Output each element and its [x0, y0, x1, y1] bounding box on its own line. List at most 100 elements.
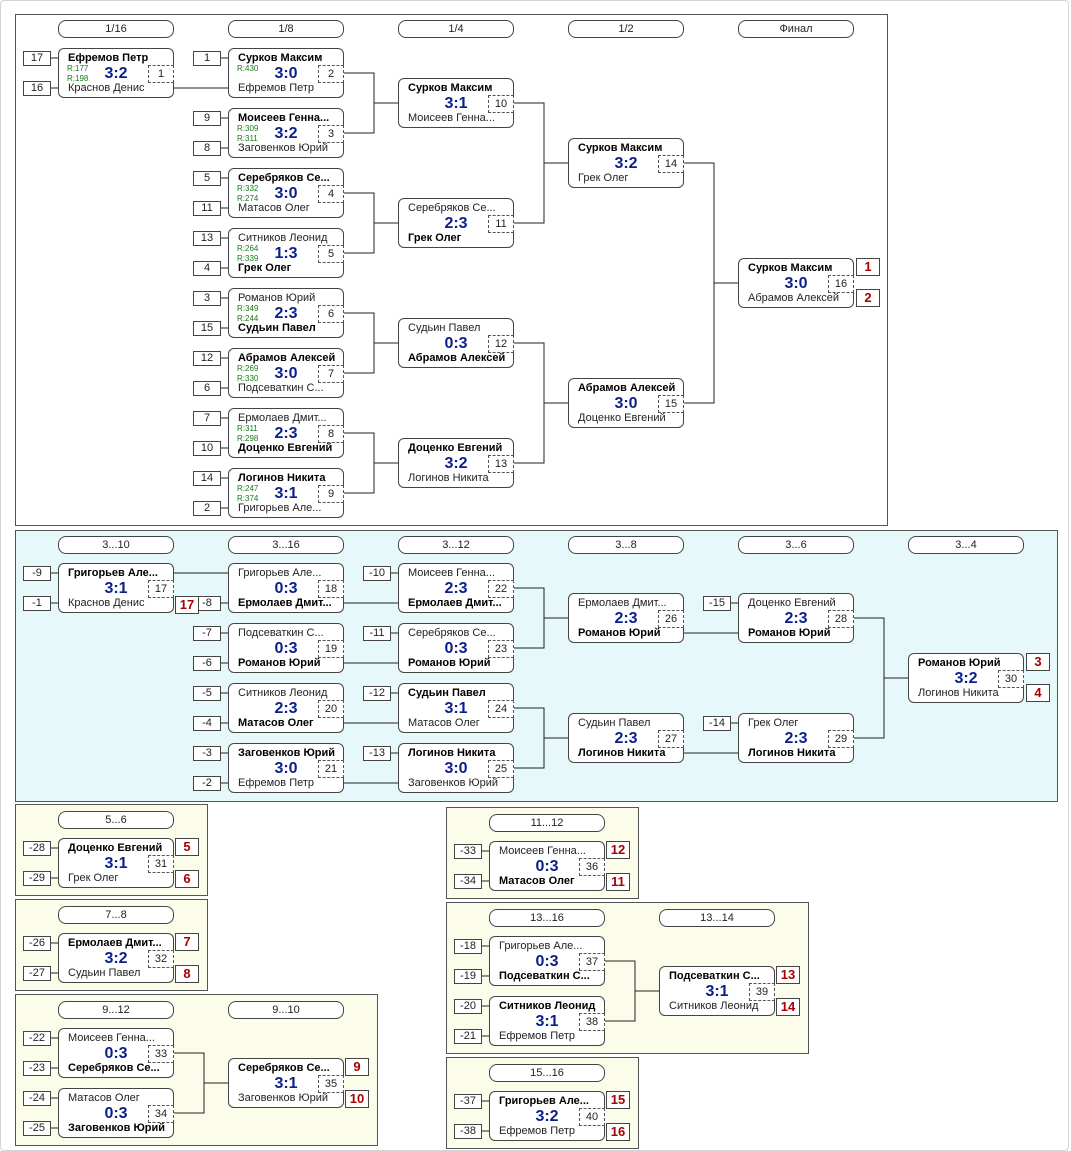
- player-top: Подсеваткин С...: [238, 627, 324, 639]
- match-number: 20: [318, 700, 344, 718]
- seed-box: 17: [23, 51, 51, 66]
- place-badge: 9: [345, 1058, 369, 1076]
- match-score: 3:2: [104, 950, 128, 967]
- match-number: 13: [488, 455, 514, 473]
- player-bottom: Ефремов Петр: [238, 82, 315, 94]
- player-bottom: Доценко Евгений: [578, 412, 666, 424]
- match-number: 18: [318, 580, 344, 598]
- player-top: Ефремов Петр: [68, 52, 149, 64]
- seed-box: 15: [193, 321, 221, 336]
- match-score: 3:0: [274, 185, 298, 202]
- seed-box: -25: [23, 1121, 51, 1136]
- match-number: 14: [658, 155, 684, 173]
- match-number: 2: [318, 65, 344, 83]
- match-number: 19: [318, 640, 344, 658]
- place-badge: 13: [776, 966, 800, 984]
- player-top: Серебряков Се...: [238, 1062, 330, 1074]
- match-score: 0:3: [274, 640, 298, 657]
- player-top: Грек Олег: [748, 717, 799, 729]
- header-1-16: 1/16: [58, 20, 174, 38]
- seed-box: -5: [193, 686, 221, 701]
- player-top: Моисеев Генна...: [238, 112, 330, 124]
- rating-bottom: R:198: [67, 74, 89, 83]
- header-3-6: 3...6: [738, 536, 854, 554]
- match-number: 3: [318, 125, 344, 143]
- player-bottom: Ермолаев Дмит...: [238, 597, 332, 609]
- seed-box: -20: [454, 999, 482, 1014]
- seed-box: -12: [363, 686, 391, 701]
- player-bottom: Подсеваткин С...: [238, 382, 324, 394]
- seed-box: 14: [193, 471, 221, 486]
- player-top: Серебряков Се...: [408, 202, 496, 214]
- player-bottom: Григорьев Але...: [238, 502, 322, 514]
- place-badge: 4: [1026, 684, 1050, 702]
- player-top: Романов Юрий: [238, 292, 316, 304]
- player-top: Моисеев Генна...: [68, 1032, 155, 1044]
- seed-box: -11: [363, 626, 391, 641]
- place-badge: 16: [606, 1123, 630, 1141]
- match-score: 3:1: [535, 1013, 559, 1030]
- match-score: 3:1: [444, 700, 468, 717]
- player-bottom: Грек Олег: [68, 872, 119, 884]
- match-number: 39: [749, 983, 775, 1001]
- match-number: 21: [318, 760, 344, 778]
- seed-box: 16: [23, 81, 51, 96]
- place-badge: 14: [776, 998, 800, 1016]
- match-score: 3:0: [274, 365, 298, 382]
- player-bottom: Абрамов Алексей: [748, 292, 840, 304]
- rating-bottom: R:244: [237, 314, 259, 323]
- header-11-12: 11...12: [489, 814, 605, 832]
- match-score: 2:3: [274, 425, 298, 442]
- match-number: 1: [148, 65, 174, 83]
- rating-bottom: R:339: [237, 254, 259, 263]
- header-final: Финал: [738, 20, 854, 38]
- player-top: Заговенков Юрий: [238, 747, 336, 759]
- seed-box: 9: [193, 111, 221, 126]
- match-number: 11: [488, 215, 514, 233]
- match-number: 23: [488, 640, 514, 658]
- rating-bottom: R:374: [237, 494, 259, 503]
- match-number: 29: [828, 730, 854, 748]
- player-top: Ермолаев Дмит...: [578, 597, 667, 609]
